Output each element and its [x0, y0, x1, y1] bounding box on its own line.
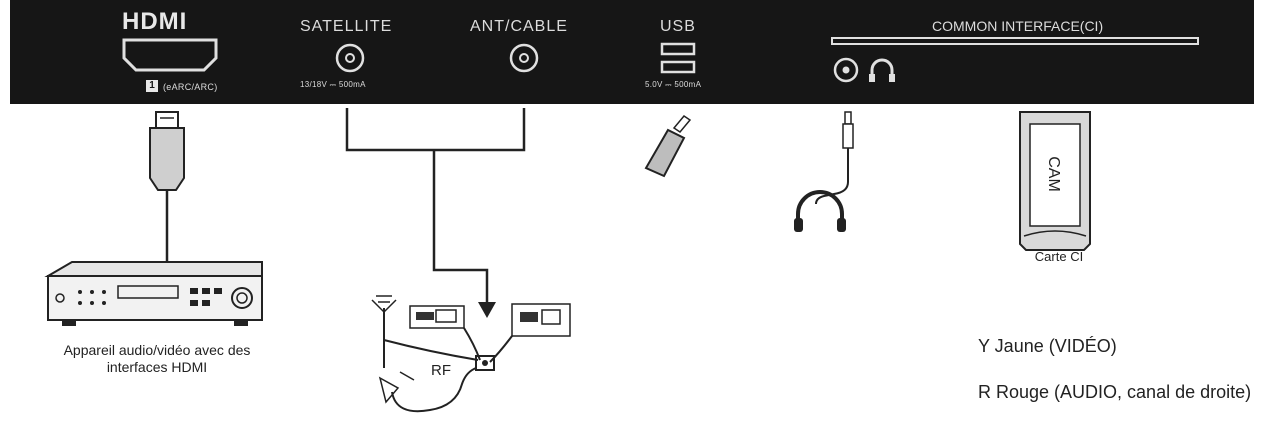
antenna-cable-icon — [371, 295, 571, 413]
usb-port-icon — [660, 42, 696, 74]
ci-card-label: Carte CI — [1034, 249, 1084, 264]
headphone-icon — [794, 111, 854, 232]
ant-cable-port-icon — [509, 43, 539, 73]
ant-cable-label: ANT/CABLE — [470, 18, 568, 35]
hdmi-port-icon — [122, 38, 218, 72]
usb-stick-icon — [644, 115, 692, 178]
av-device-label: Appareil audio/vidéo avec des interfaces… — [63, 342, 251, 375]
satellite-spec: 13/18V ⎓ 500mA — [300, 80, 366, 89]
cam-card-icon — [1019, 111, 1091, 251]
ci-slot-icon — [831, 37, 1199, 45]
av-device-icon — [44, 261, 263, 326]
usb-label: USB — [660, 18, 696, 35]
cam-card-text: CAM — [1045, 156, 1062, 192]
rf-label: RF — [431, 362, 451, 379]
usb-spec: 5.0V ⎓ 500mA — [645, 80, 702, 89]
rf-connection-lines — [345, 108, 526, 318]
legend-red: R Rouge (AUDIO, canal de droite) — [978, 382, 1252, 402]
hdmi-port-note: (eARC/ARC) — [163, 82, 218, 92]
hdmi-logo: HDMI — [122, 8, 188, 35]
satellite-port-icon — [335, 43, 365, 73]
headphone-port-icon — [869, 58, 895, 82]
audio-jack-icon — [833, 57, 859, 83]
ci-label: COMMON INTERFACE(CI) — [932, 18, 1104, 34]
hdmi-port-number: 1 — [146, 80, 158, 92]
hdmi-cable-icon — [149, 111, 185, 262]
satellite-label: SATELLITE — [300, 18, 393, 35]
legend-yellow: Y Jaune (VIDÉO) — [978, 336, 1117, 356]
